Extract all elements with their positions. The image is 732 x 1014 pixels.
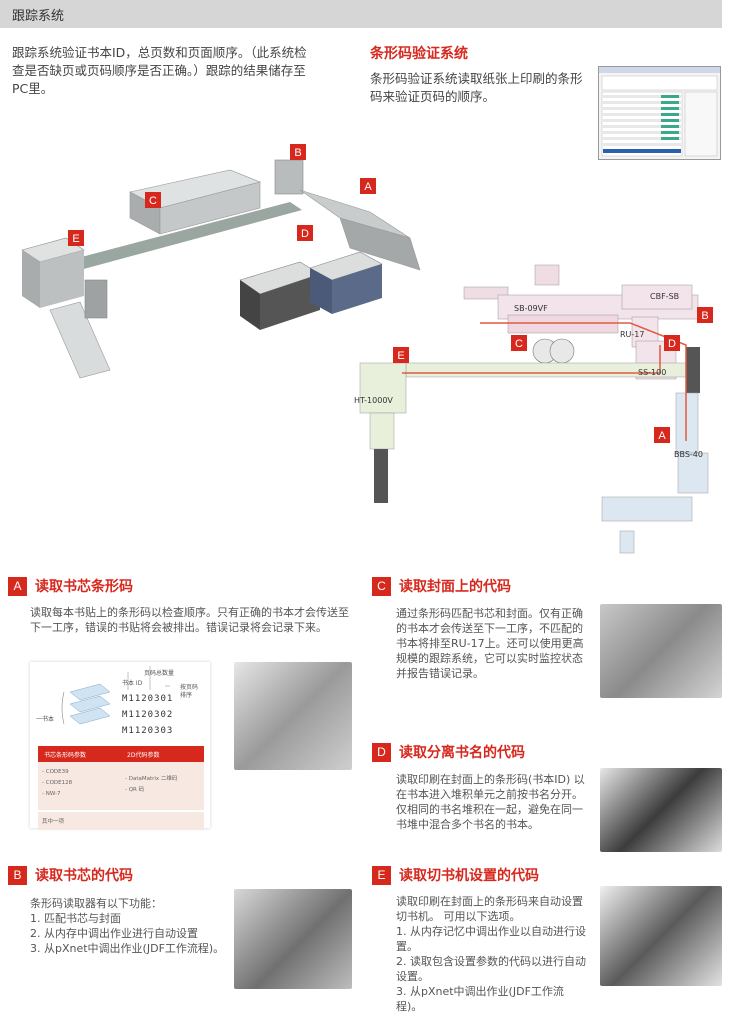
section-e-badge: E	[372, 865, 391, 885]
section-d-badge: D	[372, 742, 391, 762]
label-total-pages: 页码总数量	[144, 670, 175, 677]
section-b-title: 读取书芯的代码	[35, 868, 133, 884]
section-d-heading: D 读取分离书名的代码	[372, 742, 525, 762]
label-sb09vf: SB-09VF	[514, 304, 548, 313]
list-2d-item: - DataMatrix 二维码	[125, 776, 178, 782]
section-b-line: 3. 从pXnet中调出作业(JDF工作流程)。	[30, 942, 225, 955]
barcode-system-text: 条形码验证系统读取纸张上印刷的条形码来验证页码的顺序。	[370, 71, 583, 104]
section-e-heading: E 读取切书机设置的代码	[372, 865, 539, 885]
label-one-book: 一书本	[36, 716, 55, 723]
marker-a: A	[364, 181, 372, 193]
section-a-text: 读取每本书贴上的条形码以检查顺序。只有正确的书本才会传送至下一工序，错误的书贴将…	[30, 606, 349, 634]
floor-layout-illustration: B C D E A SB-09VF CBF-SB RU-17 SS-100 HT…	[340, 255, 730, 565]
section-b-line: 2. 从内存中调出作业进行自动设置	[30, 927, 198, 940]
barcode-system-title: 条形码验证系统	[370, 46, 468, 62]
section-a-title: 读取书芯条形码	[35, 579, 133, 595]
label-ht1000v: HT-1000V	[354, 396, 393, 405]
section-e-line: 1. 从内存记忆中调出作业以自动进行设置。	[396, 925, 586, 953]
section-b-badge: B	[8, 865, 27, 885]
machine-markers	[68, 144, 376, 246]
layout-marker-b: B	[701, 310, 708, 322]
marker-c: C	[149, 195, 157, 207]
marker-e: E	[72, 233, 79, 245]
section-a-badge: A	[8, 576, 27, 596]
marker-d: D	[301, 228, 309, 240]
list-2d: - DataMatrix 二维码 - QR 码	[121, 762, 204, 810]
section-d-title: 读取分离书名的代码	[399, 745, 525, 761]
section-e-line: 3. 从pXnet中调出作业(JDF工作流程)。	[396, 985, 564, 1013]
list-1d-item: - CODE128	[42, 780, 73, 786]
header-bar: 跟踪系统	[0, 0, 722, 28]
label-ru17: RU-17	[620, 330, 644, 339]
section-c-badge: C	[372, 576, 391, 596]
section-e-text: 读取印刷在封面上的条形码来自动设置切书机。 可用以下选项。 1. 从内存记忆中调…	[396, 894, 586, 1014]
photo-section-d	[600, 768, 722, 852]
marker-b: B	[294, 147, 301, 159]
photo-section-b	[234, 889, 352, 989]
layout-marker-d: D	[668, 338, 676, 350]
section-c-heading: C 读取封面上的代码	[372, 576, 511, 596]
photo-section-c	[600, 604, 722, 698]
section-b-line: 1. 匹配书芯与封面	[30, 912, 121, 925]
layout-marker-a: A	[658, 430, 666, 442]
label-bbs40: BBS-40	[674, 450, 703, 459]
label-book-id: 书本 ID	[122, 680, 143, 687]
verification-software-screenshot	[598, 66, 721, 160]
list-1d-item: - CODE39	[42, 769, 69, 775]
table-footer: 其中一项	[38, 812, 204, 830]
photo-section-a	[234, 662, 352, 770]
layout-marker-e: E	[397, 350, 404, 362]
section-b-text: 条形码读取器有以下功能： 1. 匹配书芯与封面 2. 从内存中调出作业进行自动设…	[30, 896, 230, 956]
section-e-title: 读取切书机设置的代码	[399, 868, 539, 884]
code-number-2: M1120302	[122, 710, 174, 720]
section-b-heading: B 读取书芯的代码	[8, 865, 133, 885]
section-a-heading: A 读取书芯条形码	[8, 576, 133, 596]
label-cbfsb: CBF-SB	[650, 292, 679, 301]
section-c-text: 通过条形码匹配书芯和封面。仅有正确的书本才会传送至下一工序，不匹配的书本将排至R…	[396, 607, 584, 680]
intro-text: 跟踪系统验证书本ID，总页数和页面顺序。（此系统检查是否缺页或页码顺序是否正确。…	[12, 45, 307, 96]
barcode-diagram: 页码总数量 书本 ID 按页码 排序 一书本 M1120301 M1120302…	[30, 662, 210, 830]
list-1d-item: - NW-7	[42, 791, 61, 797]
table-head-1d: 书芯条形码参数	[44, 751, 87, 759]
photo-section-e	[600, 886, 722, 986]
table-head-2d: 2D代码参数	[127, 751, 160, 759]
label-ss100: SS-100	[638, 368, 666, 377]
code-parameters-table: 书芯条形码参数 2D代码参数 - CODE39 - CODE128 - NW-7…	[38, 746, 204, 830]
page-title: 跟踪系统	[12, 9, 65, 24]
list-1d: - CODE39 - CODE128 - NW-7	[38, 762, 121, 810]
section-c-title: 读取封面上的代码	[399, 579, 511, 595]
section-e-line: 读取印刷在封面上的条形码来自动设置切书机。 可用以下选项。	[396, 895, 583, 923]
label-page-order: 按页码	[180, 684, 199, 691]
list-2d-item: - QR 码	[125, 787, 145, 793]
section-b-line: 条形码读取器有以下功能：	[30, 897, 162, 910]
code-number-1: M1120301	[122, 694, 174, 704]
section-e-line: 2. 读取包含设置参数的代码以进行自动设置。	[396, 955, 586, 983]
section-d-text: 读取印刷在封面上的条形码(书本ID) 以在书本进入堆积单元之前按书名分开。仅相同…	[396, 773, 585, 831]
code-number-3: M1120303	[122, 726, 174, 736]
layout-marker-c: C	[515, 338, 523, 350]
label-page-order-2: 排序	[180, 692, 193, 699]
binding-line-illustration: C B A D E	[10, 130, 450, 390]
